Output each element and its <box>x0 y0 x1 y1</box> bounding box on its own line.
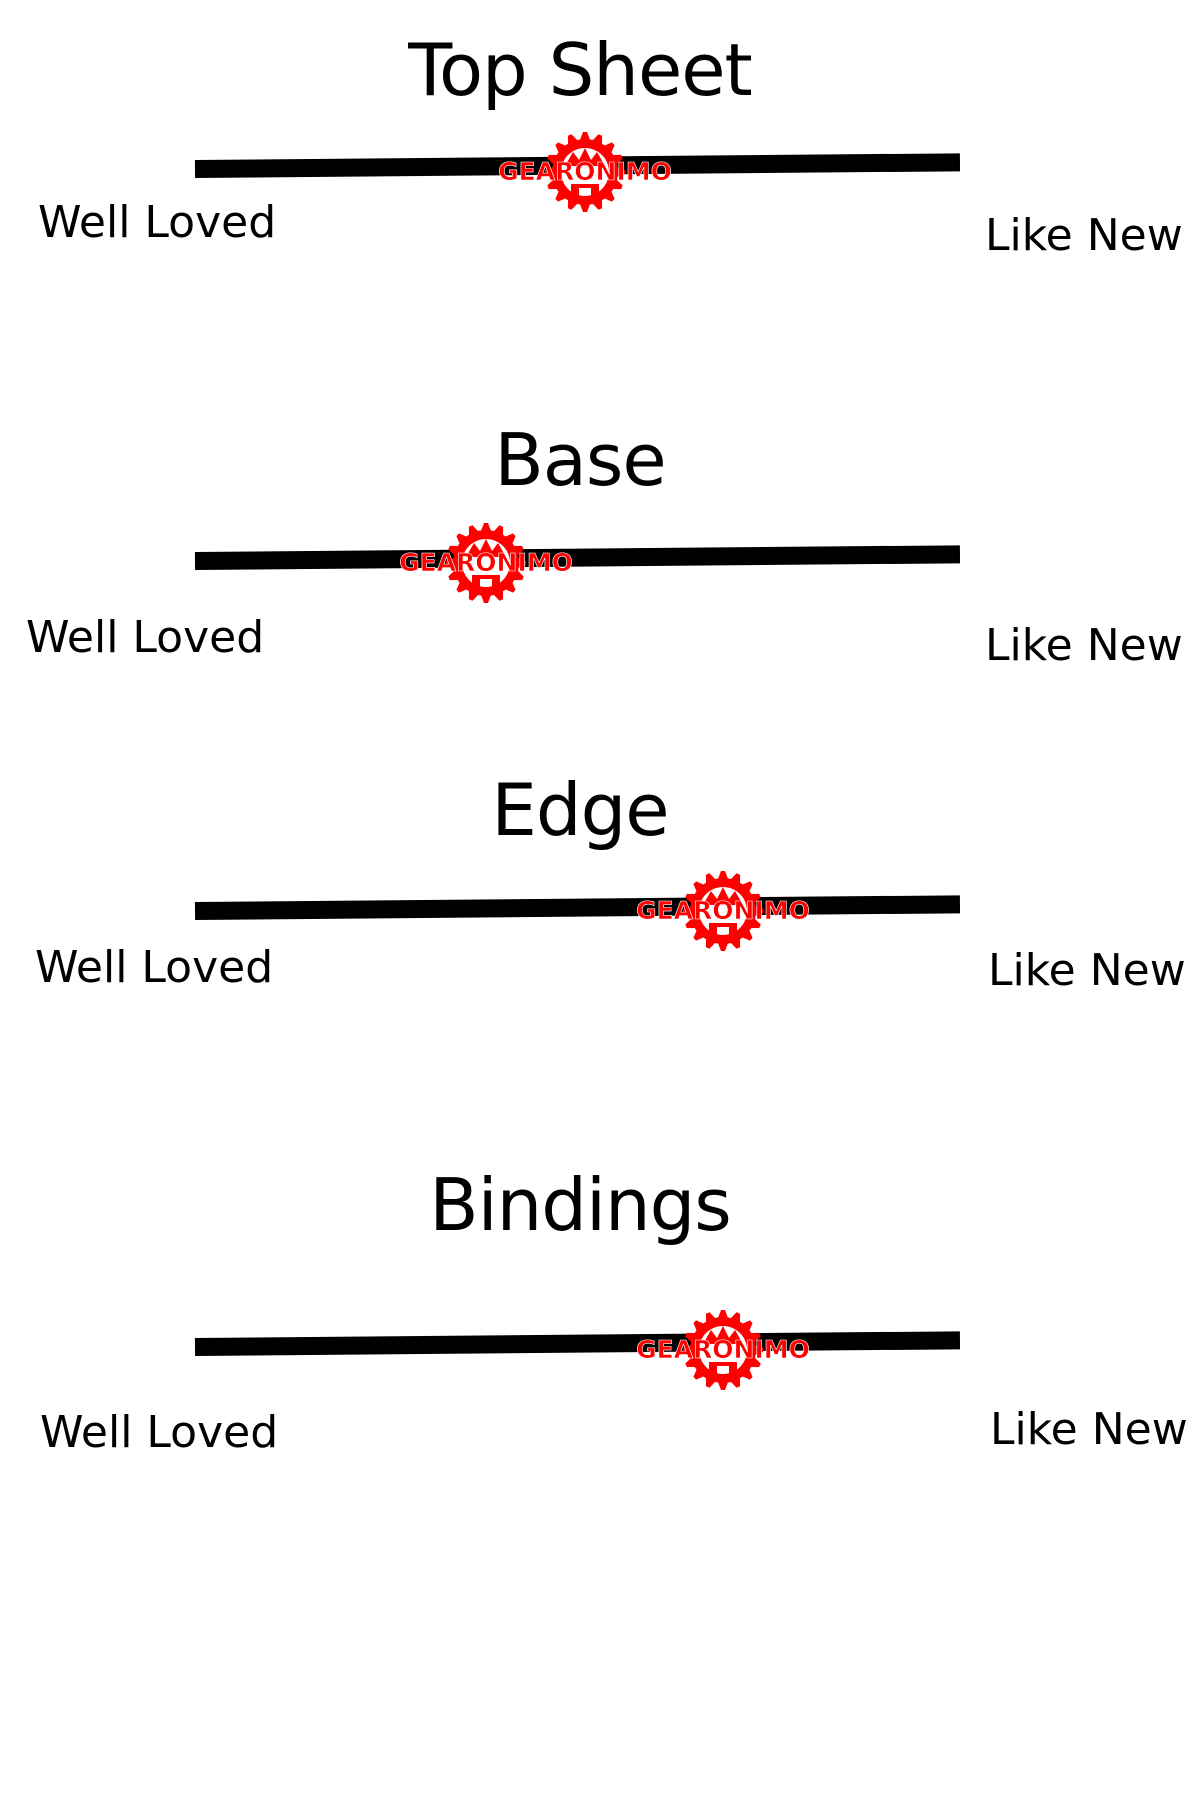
like-new-label: Like New <box>985 210 1183 261</box>
gearonimo-logo-marker: GEARONIMO <box>485 122 685 222</box>
gear-logo-icon: GEARONIMO <box>636 871 810 951</box>
mountain-shape <box>465 539 506 557</box>
rating-track <box>194 1331 961 1356</box>
mountain-shape <box>565 148 606 166</box>
arch-shape <box>708 1362 737 1374</box>
arch-shape <box>571 184 600 196</box>
like-new-label: Like New <box>990 1404 1188 1455</box>
gearonimo-logo-marker: GEARONIMO <box>623 861 823 961</box>
well-loved-label: Well Loved <box>26 612 265 663</box>
mountain-shape <box>702 1326 743 1344</box>
well-loved-label: Well Loved <box>40 1407 279 1458</box>
category-title: Base <box>494 418 666 502</box>
gearonimo-logo-marker: GEARONIMO <box>386 513 586 613</box>
gear-logo-icon: GEARONIMO <box>498 132 672 212</box>
category-title: Top Sheet <box>408 28 753 112</box>
gear-logo-icon: GEARONIMO <box>636 1310 810 1390</box>
logo-text: GEARONIMO <box>399 548 573 577</box>
well-loved-label: Well Loved <box>35 942 274 993</box>
category-title: Edge <box>491 768 669 852</box>
like-new-label: Like New <box>988 945 1186 996</box>
arch-shape <box>708 923 737 935</box>
gearonimo-logo-marker: GEARONIMO <box>623 1300 823 1400</box>
logo-text: GEARONIMO <box>498 157 672 186</box>
logo-text: GEARONIMO <box>636 1335 810 1364</box>
gear-logo-icon: GEARONIMO <box>398 523 573 603</box>
logo-text: GEARONIMO <box>636 896 810 925</box>
well-loved-label: Well Loved <box>38 197 277 248</box>
like-new-label: Like New <box>985 620 1183 671</box>
mountain-shape <box>702 887 743 905</box>
category-title: Bindings <box>429 1163 732 1247</box>
rating-track <box>194 895 961 920</box>
arch-shape <box>471 575 500 587</box>
